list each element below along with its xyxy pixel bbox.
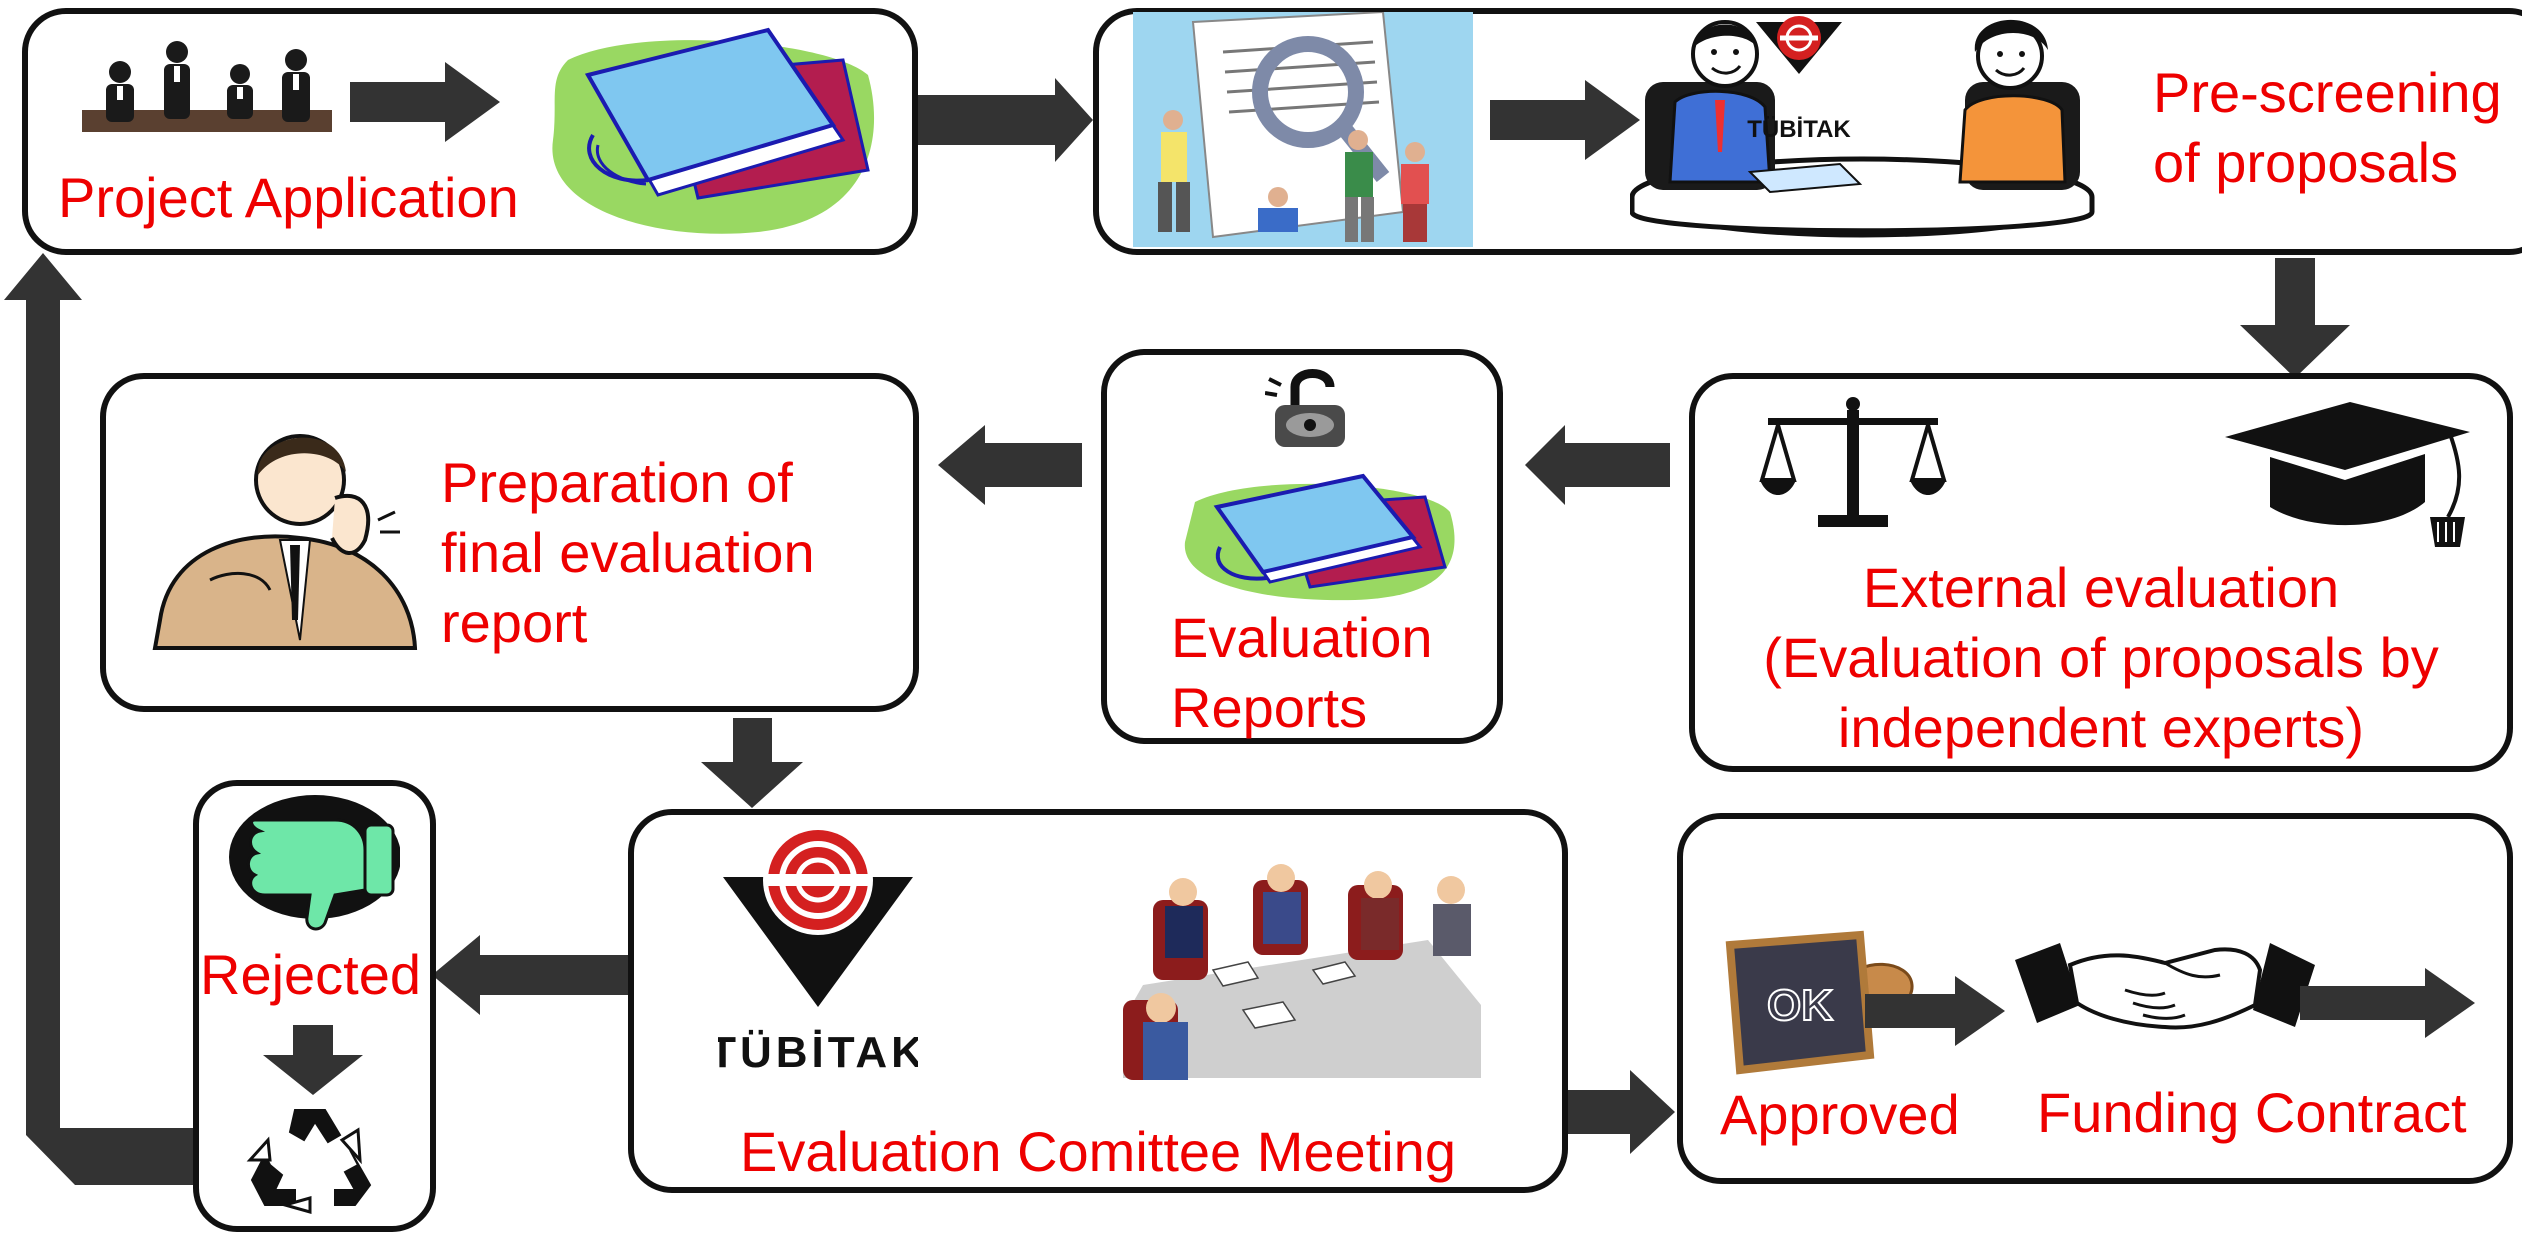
- committee-meeting-label: Evaluation Comittee Meeting: [740, 1120, 1456, 1183]
- tubitak-logo-text: TÜBİTAK: [1747, 116, 1851, 143]
- binder-icon: [1184, 473, 1455, 601]
- arrow-right-icon: [2300, 968, 2475, 1038]
- funding-contract-label: Funding Contract: [2037, 1081, 2467, 1144]
- external-evaluation-label-line1: External evaluation: [1862, 556, 2340, 619]
- thinking-man-icon: [152, 434, 418, 650]
- evaluation-reports-label-line2: Reports: [1171, 676, 1368, 739]
- arrow-right-icon: [350, 62, 500, 142]
- people-meeting-icon: [82, 41, 332, 132]
- prescreening-label-line2: of proposals: [2153, 131, 2459, 194]
- arrow-reports-to-final: [938, 425, 1082, 505]
- arrow-committee-to-approved: [1568, 1070, 1675, 1154]
- document-inspection-icon: [1133, 12, 1473, 247]
- arrow-external-to-reports: [1525, 425, 1670, 505]
- external-evaluation-label-line2: (Evaluation of proposals by: [1763, 626, 2439, 689]
- ok-stamp-icon: OK: [1725, 930, 1914, 1075]
- approved-label: Approved: [1720, 1083, 1960, 1146]
- prescreening-label-line1: Pre-screening: [2153, 61, 2502, 124]
- arrow-down-icon: [263, 1025, 363, 1095]
- arrow-right-icon: [1490, 80, 1640, 160]
- arrow-final-to-committee: [701, 718, 803, 808]
- arrow-application-to-prescreening: [918, 78, 1093, 162]
- final-report-label-line2: final evaluation: [441, 521, 815, 584]
- padlock-icon: [1265, 369, 1345, 447]
- arrow-right-icon: [1865, 976, 2005, 1046]
- arrow-committee-to-rejected: [432, 935, 628, 1015]
- rejected-label: Rejected: [200, 943, 422, 1006]
- tubitak-logo: TÜBİTAK: [718, 825, 918, 1077]
- thumbs-down-icon: [229, 795, 400, 931]
- evaluation-reports-label-line1: Evaluation: [1171, 606, 1433, 669]
- recycle-icon: [246, 1109, 372, 1214]
- tubitak-logo-text: TÜBİTAK: [718, 1028, 918, 1077]
- interview-icon: TÜBİTAK: [1630, 16, 2095, 238]
- step-final-evaluation-report: [100, 373, 919, 712]
- external-evaluation-label-line3: independent experts): [1837, 696, 2365, 759]
- arrow-prescreening-to-external: [2240, 258, 2350, 378]
- binder-icon: [552, 27, 875, 234]
- arrow-rejected-to-application: [4, 253, 197, 1185]
- scales-icon: [1759, 397, 1947, 527]
- graduation-cap-icon: [2225, 402, 2470, 547]
- final-report-label-line1: Preparation of: [441, 451, 793, 514]
- committee-meeting-icon: [1123, 850, 1483, 1080]
- ok-stamp-text: OK: [1767, 981, 1833, 1030]
- project-application-label: Project Application: [58, 166, 519, 229]
- final-report-label-line3: report: [441, 591, 588, 654]
- handshake-icon: [2015, 943, 2315, 1030]
